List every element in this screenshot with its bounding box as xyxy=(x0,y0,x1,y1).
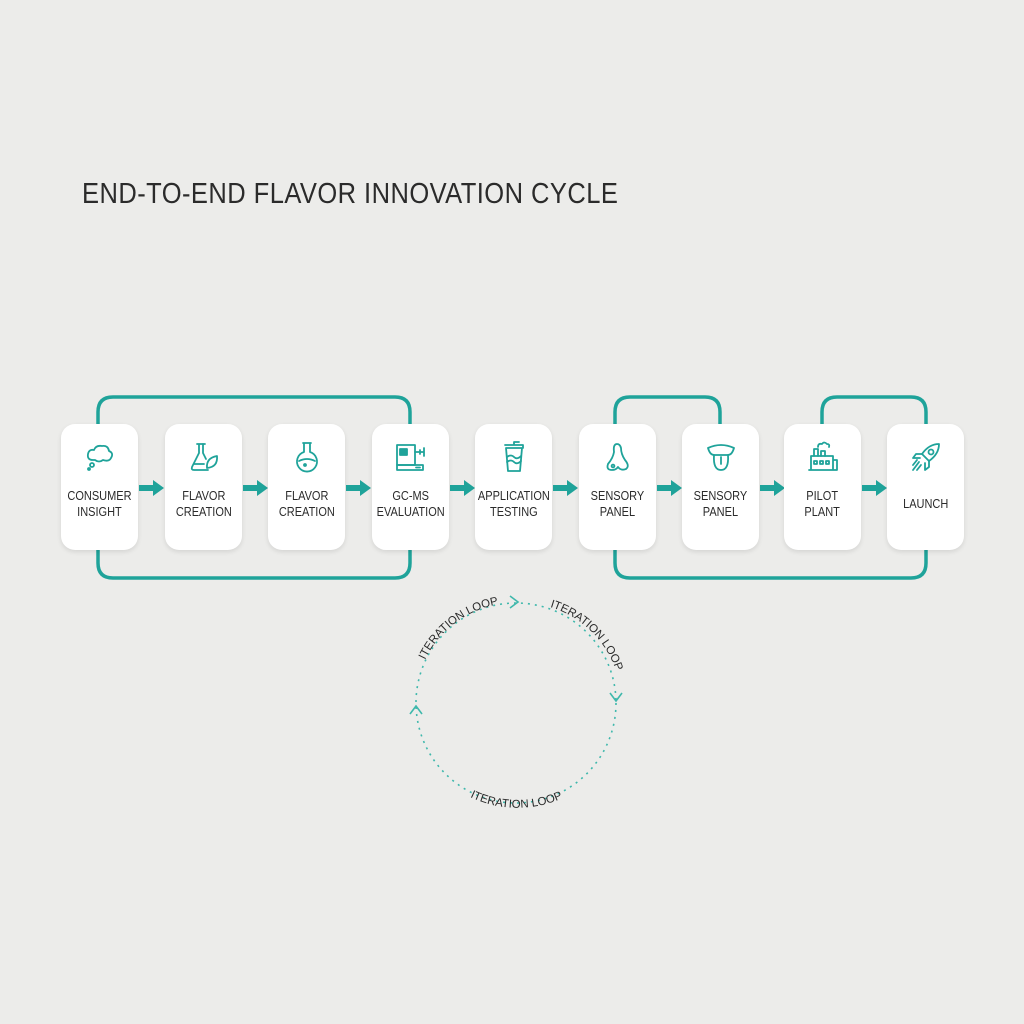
feedback-loop-top-left xyxy=(96,395,412,424)
iteration-loop-circle: ITERATION LOOP ITERATION LOOP ITERATION … xyxy=(409,595,625,811)
feedback-loop-bottom-left xyxy=(96,550,412,580)
arrow-right-icon xyxy=(862,480,888,496)
arrow-right-icon xyxy=(139,480,165,496)
tongue-icon xyxy=(704,440,738,474)
iteration-loop-label: ITERATION LOOP xyxy=(469,789,565,811)
iteration-arrow-top xyxy=(509,595,520,609)
arrow-right-icon xyxy=(450,480,476,496)
arrow-right-icon xyxy=(553,480,579,496)
page-title: END-TO-END FLAVOR INNOVATION CYCLE xyxy=(82,178,619,210)
rocket-icon xyxy=(909,440,943,474)
round-flask-icon xyxy=(290,440,324,474)
feedback-loop-top-sensory xyxy=(613,395,722,424)
iteration-loop-label: ITERATION LOOP xyxy=(549,598,625,672)
iteration-arrow-left xyxy=(409,704,423,715)
beverage-cup-icon xyxy=(497,440,531,474)
arrow-right-icon xyxy=(346,480,372,496)
nose-icon xyxy=(601,440,635,474)
iteration-arrow-right xyxy=(609,692,623,703)
svg-text:ITERATION LOOP: ITERATION LOOP xyxy=(469,789,565,811)
gc-ms-instrument-icon xyxy=(394,440,428,474)
feedback-loop-top-launch xyxy=(820,395,928,424)
arrow-right-icon xyxy=(243,480,269,496)
thought-bubble-icon xyxy=(83,440,117,474)
arrow-right-icon xyxy=(760,480,786,496)
svg-text:ITERATION LOOP: ITERATION LOOP xyxy=(417,595,499,661)
flask-leaf-icon xyxy=(187,440,221,474)
factory-icon xyxy=(806,440,840,474)
iteration-loop-label: ITERATION LOOP xyxy=(417,595,499,661)
step-card-9: LAUNCH xyxy=(887,424,964,550)
feedback-loop-bottom-right xyxy=(613,550,928,580)
step-label: LAUNCH xyxy=(902,497,949,511)
arrow-right-icon xyxy=(657,480,683,496)
svg-text:ITERATION LOOP: ITERATION LOOP xyxy=(549,598,625,672)
